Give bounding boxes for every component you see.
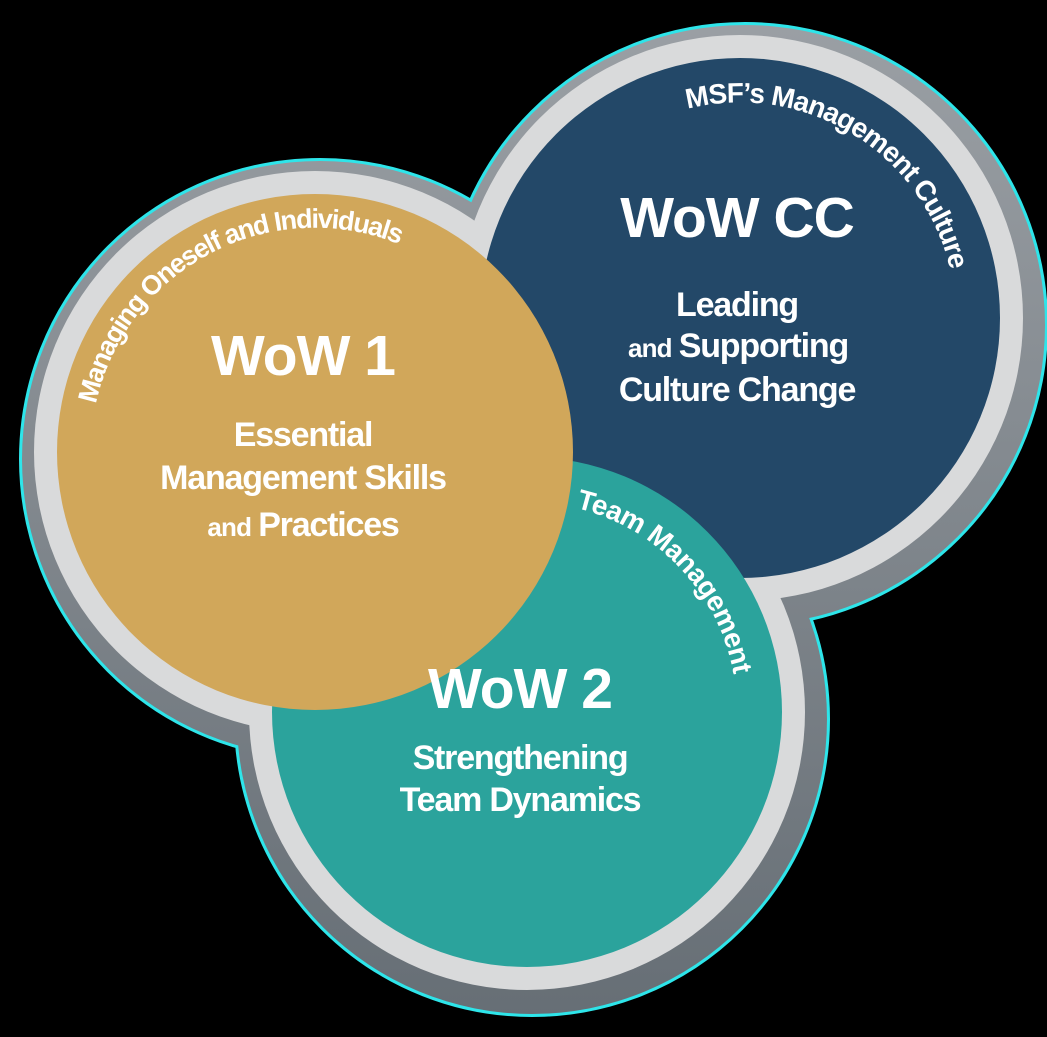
wowcc-circle — [480, 58, 1000, 578]
main-circles-layer — [57, 58, 1000, 967]
wow1-circle — [57, 194, 573, 710]
